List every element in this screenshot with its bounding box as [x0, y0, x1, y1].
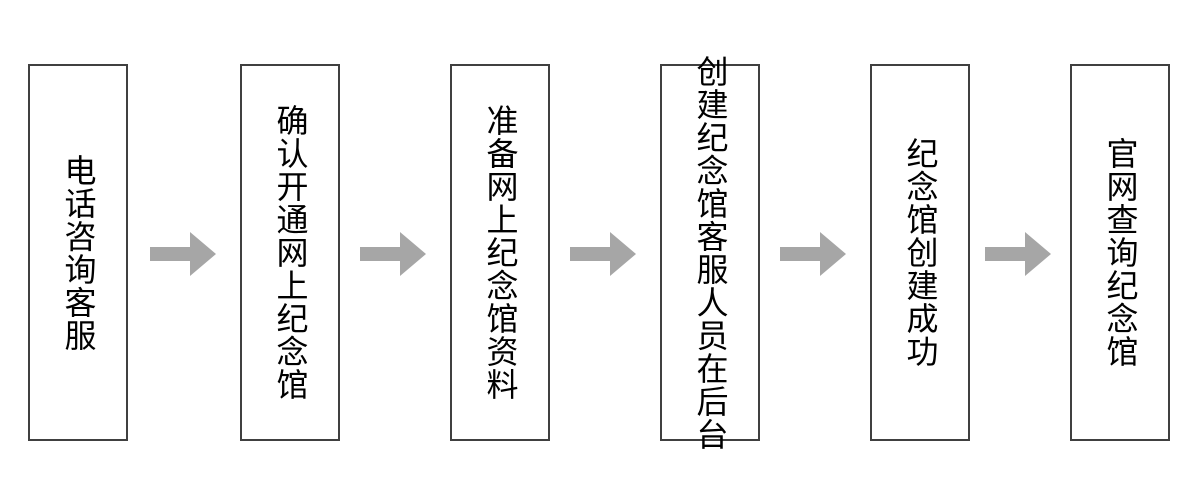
- flow-node-step-3-column-1: 准备网上纪念馆资料: [481, 104, 520, 401]
- flow-node-step-5-text: 纪念馆创建成功: [872, 66, 968, 439]
- flow-node-step-1-column-1: 电话咨询客服: [59, 153, 98, 352]
- flow-arrow-3: [570, 232, 636, 276]
- flow-node-step-1[interactable]: 电话咨询客服: [28, 64, 128, 441]
- right-arrow-icon: [150, 232, 216, 276]
- flow-arrow-2: [360, 232, 426, 276]
- flow-node-step-4-text: 客服人员在后台 创建纪念馆: [662, 55, 758, 451]
- flow-node-step-3-text: 准备网上纪念馆资料: [452, 66, 548, 439]
- flow-node-step-4-column-1: 客服人员在后台: [691, 219, 730, 451]
- flow-node-step-2[interactable]: 确认开通网上纪念馆: [240, 64, 340, 441]
- flow-node-step-6-column-1: 官网查询纪念馆: [1101, 137, 1140, 368]
- flow-node-step-3[interactable]: 准备网上纪念馆资料: [450, 64, 550, 441]
- flow-node-step-1-text: 电话咨询客服: [30, 66, 126, 439]
- right-arrow-icon: [780, 232, 846, 276]
- flow-arrow-1: [150, 232, 216, 276]
- right-arrow-icon: [360, 232, 426, 276]
- flow-node-step-4[interactable]: 客服人员在后台 创建纪念馆: [660, 55, 760, 451]
- flow-arrow-5: [985, 232, 1051, 276]
- flow-node-step-6[interactable]: 官网查询纪念馆: [1070, 64, 1170, 441]
- flow-node-step-5-column-1: 纪念馆创建成功: [901, 137, 940, 368]
- right-arrow-icon: [570, 232, 636, 276]
- flow-node-step-5[interactable]: 纪念馆创建成功: [870, 64, 970, 441]
- flow-node-step-2-text: 确认开通网上纪念馆: [242, 66, 338, 439]
- flow-arrow-4: [780, 232, 846, 276]
- flow-node-step-6-text: 官网查询纪念馆: [1072, 66, 1168, 439]
- flow-node-step-4-column-2: 创建纪念馆: [691, 54, 730, 220]
- right-arrow-icon: [985, 232, 1051, 276]
- flow-node-step-2-column-1: 确认开通网上纪念馆: [271, 104, 310, 401]
